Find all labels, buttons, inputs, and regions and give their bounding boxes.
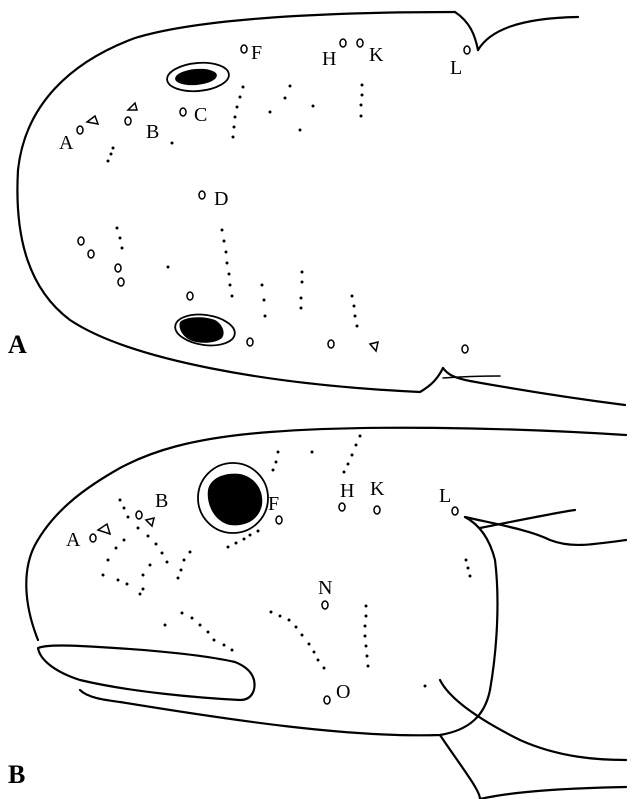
belly-b (480, 787, 626, 799)
label-b-pore-a: A (66, 529, 81, 551)
panel-b: A B F H K L N O B (8, 428, 626, 799)
fin-b (440, 680, 626, 760)
label-a-pore-c: C (194, 104, 207, 126)
body-line-upper-a (455, 12, 478, 50)
opercle-b (465, 517, 497, 690)
body-lower-b (440, 735, 480, 799)
label-b-pore-k: K (370, 478, 385, 500)
label-b-pore-l: L (439, 485, 451, 507)
head-outline-a (17, 12, 455, 392)
canals-b (102, 435, 472, 688)
pores-b (90, 503, 458, 704)
label-b-pore-n: N (318, 577, 332, 599)
pores-a (77, 39, 470, 353)
chin-b (80, 690, 490, 735)
panel-a: A B C D F H K L A (8, 12, 625, 405)
label-a-pore-d: D (214, 188, 228, 210)
label-a-pore-b: B (146, 121, 159, 143)
label-b-pore-f: F (268, 493, 279, 515)
body-upper-b (465, 517, 626, 545)
label-a-pore-h: H (322, 48, 336, 70)
body-upper-b2 (480, 510, 575, 528)
label-a-pore-l: L (450, 57, 462, 79)
mouth-b (38, 645, 254, 700)
label-b-pore-h: H (340, 480, 354, 502)
panel-label-a: A (8, 330, 27, 359)
body-line-lower-a (443, 368, 625, 405)
body-line-upper-a2 (478, 17, 578, 50)
label-a-pore-a: A (59, 132, 74, 154)
label-b-pore-b: B (155, 490, 168, 512)
label-b-pore-o: O (336, 681, 350, 703)
panel-label-b: B (8, 760, 25, 789)
label-a-pore-k: K (369, 44, 384, 66)
label-a-pore-f: F (251, 42, 262, 64)
